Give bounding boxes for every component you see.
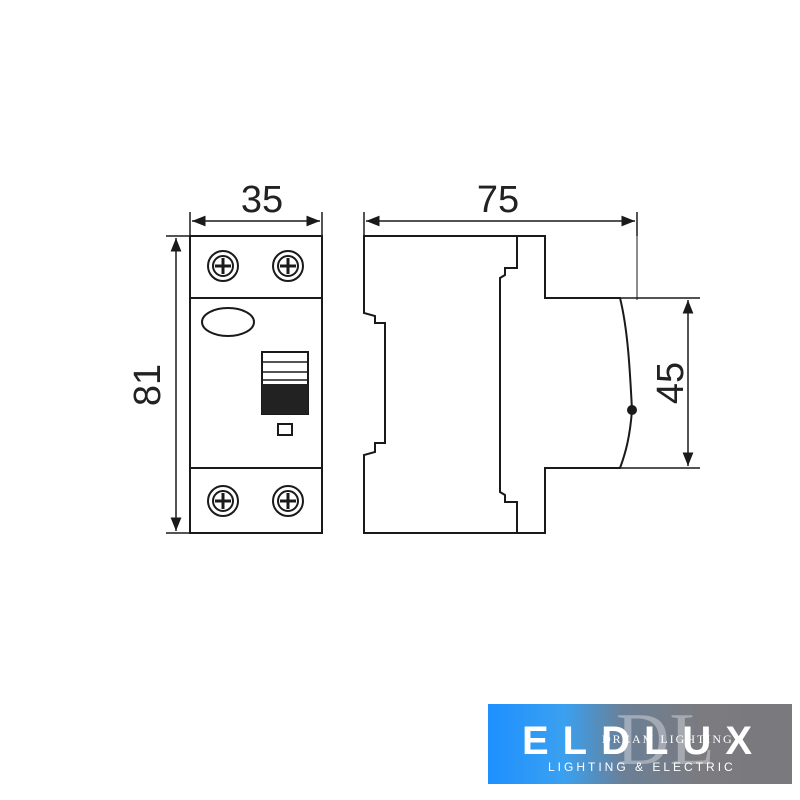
screw-bottom-left: [207, 485, 239, 517]
front-pivot-dot: [627, 405, 637, 415]
test-button: [277, 423, 293, 436]
front-height-dimension-label: 45: [650, 362, 692, 404]
side-view-outline: [363, 235, 634, 534]
height-dimension-label: 81: [127, 364, 169, 406]
front-view-outline: [189, 235, 323, 534]
screw-bottom-right: [272, 485, 304, 517]
indicator-window: [201, 307, 255, 337]
side-groove: [499, 236, 518, 533]
logo-tagline: DREAM LIGHTING: [602, 732, 734, 746]
screw-top-left: [207, 250, 239, 282]
screw-top-right: [272, 250, 304, 282]
width-dimension-label: 35: [241, 179, 283, 221]
front-height-dimension: [620, 297, 700, 469]
depth-dimension-label: 75: [477, 179, 519, 221]
front-view: [189, 235, 323, 534]
logo-subtitle: LIGHTING & ELECTRIC: [548, 760, 736, 774]
width-dimension: [189, 212, 323, 236]
side-view: [363, 235, 637, 534]
depth-dimension: [363, 212, 638, 300]
logo-banner: [488, 704, 792, 784]
toggle-handle-dark: [262, 384, 308, 414]
logo-brand-text: ELDLUX: [522, 719, 766, 763]
logo-monogram: DL: [616, 699, 715, 781]
height-dimension: [166, 235, 190, 534]
